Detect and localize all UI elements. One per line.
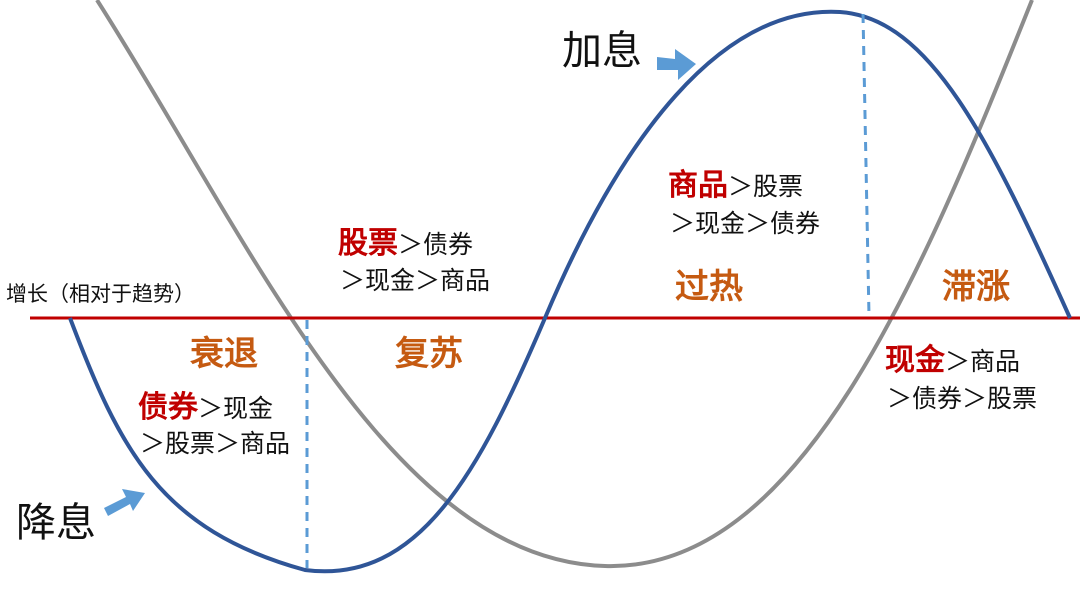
recession-ranking-rest: ＞现金 <box>198 394 273 423</box>
recovery-ranking-rest: ＞债券 <box>398 230 473 259</box>
recovery-ranking-line2: ＞现金＞商品 <box>340 266 490 295</box>
rate-cut-label: 降息 <box>16 500 96 546</box>
growth-curve <box>68 9 1072 574</box>
divider-peak <box>861 13 871 317</box>
overheat-ranking-rest: ＞股票 <box>728 172 803 201</box>
stagflation-lead-asset: 现金 <box>885 343 946 378</box>
axis-title: 增长（相对于趋势） <box>6 282 195 306</box>
rate-hike-label: 加息 <box>562 28 642 74</box>
overheat-ranking-line1: 商品＞股票 <box>668 168 803 203</box>
recession-ranking-line1: 债券＞现金 <box>138 390 273 425</box>
recovery-ranking-line1: 股票＞债券 <box>338 226 473 261</box>
rate-hike-arrow-icon <box>657 49 696 80</box>
stagflation-ranking-rest: ＞商品 <box>945 347 1020 376</box>
phase-name-overheat: 过热 <box>675 267 743 307</box>
overheat-ranking-line2: ＞现金＞债券 <box>670 209 820 238</box>
stagflation-ranking-line2: ＞债券＞股票 <box>887 384 1037 413</box>
recession-ranking-line2: ＞股票＞商品 <box>140 429 290 458</box>
inflation-curve <box>95 0 1034 569</box>
overheat-lead-asset: 商品 <box>668 168 728 203</box>
recovery-lead-asset: 股票 <box>338 226 398 261</box>
recession-lead-asset: 债券 <box>138 390 199 425</box>
rate-cut-arrow-icon <box>104 489 145 516</box>
stagflation-ranking-line1: 现金＞商品 <box>885 343 1020 378</box>
phase-name-recession: 衰退 <box>190 334 258 374</box>
phase-name-stagflation: 滞涨 <box>942 267 1010 307</box>
phase-name-recovery: 复苏 <box>395 334 463 374</box>
